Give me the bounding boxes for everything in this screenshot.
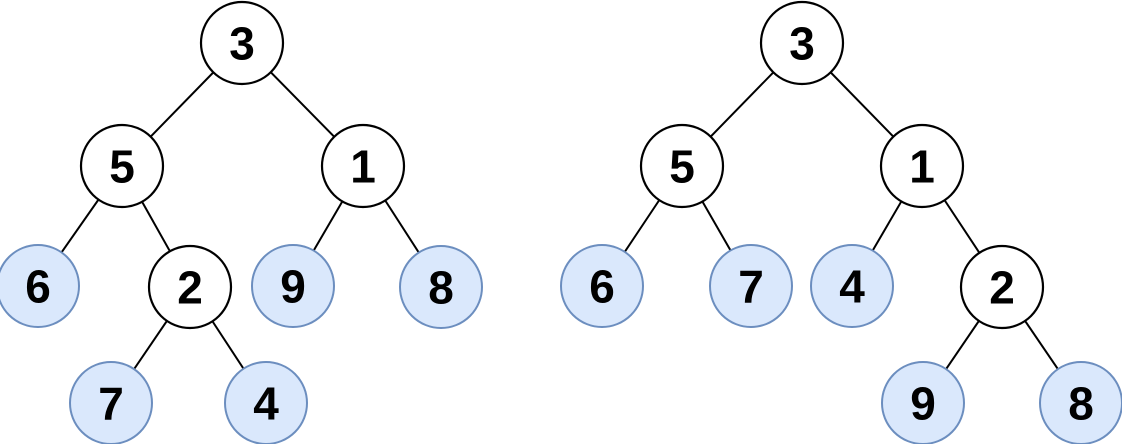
node-label: 6 [25, 261, 51, 313]
node-label: 6 [589, 261, 615, 313]
tree-node-t2-5: 5 [639, 123, 725, 209]
node-label: 4 [253, 378, 279, 430]
tree-node-t1-9: 9 [251, 244, 335, 328]
node-label: 5 [109, 141, 135, 193]
tree-node-t2-2: 2 [959, 244, 1045, 330]
tree-node-t2-9: 9 [881, 361, 965, 444]
node-circle [224, 361, 308, 444]
tree-1: 3 5 1 6 2 9 8 7 4 [0, 0, 483, 444]
tree-node-t1-5: 5 [79, 123, 165, 209]
tree-node-t2-1: 1 [879, 123, 965, 209]
node-label: 8 [428, 262, 454, 314]
node-circle [399, 245, 483, 329]
tree-node-t2-4: 4 [810, 244, 894, 328]
node-label: 8 [1068, 378, 1094, 430]
tree-node-t2-7: 7 [709, 244, 793, 328]
node-circle [79, 123, 165, 209]
node-circle [69, 361, 153, 444]
node-label: 3 [789, 18, 815, 70]
node-circle [251, 244, 335, 328]
node-circle [147, 244, 233, 330]
node-circle [1039, 361, 1122, 444]
node-label: 3 [229, 18, 255, 70]
node-circle [199, 0, 285, 86]
node-circle [639, 123, 725, 209]
tree-node-t1-2: 2 [147, 244, 233, 330]
node-label: 7 [98, 378, 124, 430]
tree-node-t1-6: 6 [0, 244, 80, 328]
tree-node-t1-4: 4 [224, 361, 308, 444]
node-label: 1 [350, 141, 376, 193]
node-label: 2 [989, 262, 1015, 314]
node-label: 9 [280, 261, 306, 313]
node-circle [0, 244, 80, 328]
node-circle [560, 244, 644, 328]
node-label: 9 [910, 378, 936, 430]
tree-2: 3 5 1 6 7 4 2 9 8 [560, 0, 1122, 444]
node-label: 5 [669, 141, 695, 193]
node-circle [759, 0, 845, 86]
node-circle [879, 123, 965, 209]
node-circle [881, 361, 965, 444]
tree-node-t2-6: 6 [560, 244, 644, 328]
node-label: 2 [177, 262, 203, 314]
node-label: 1 [909, 141, 935, 193]
tree-node-t2-3: 3 [759, 0, 845, 86]
node-circle [959, 244, 1045, 330]
node-circle [320, 123, 406, 209]
node-circle [810, 244, 894, 328]
tree-node-t2-8: 8 [1039, 361, 1122, 444]
node-label: 4 [839, 261, 865, 313]
tree-node-t1-7: 7 [69, 361, 153, 444]
node-label: 7 [738, 261, 764, 313]
tree-node-t1-1: 1 [320, 123, 406, 209]
node-circle [709, 244, 793, 328]
tree-node-t1-8: 8 [399, 245, 483, 329]
tree-node-t1-3: 3 [199, 0, 285, 86]
